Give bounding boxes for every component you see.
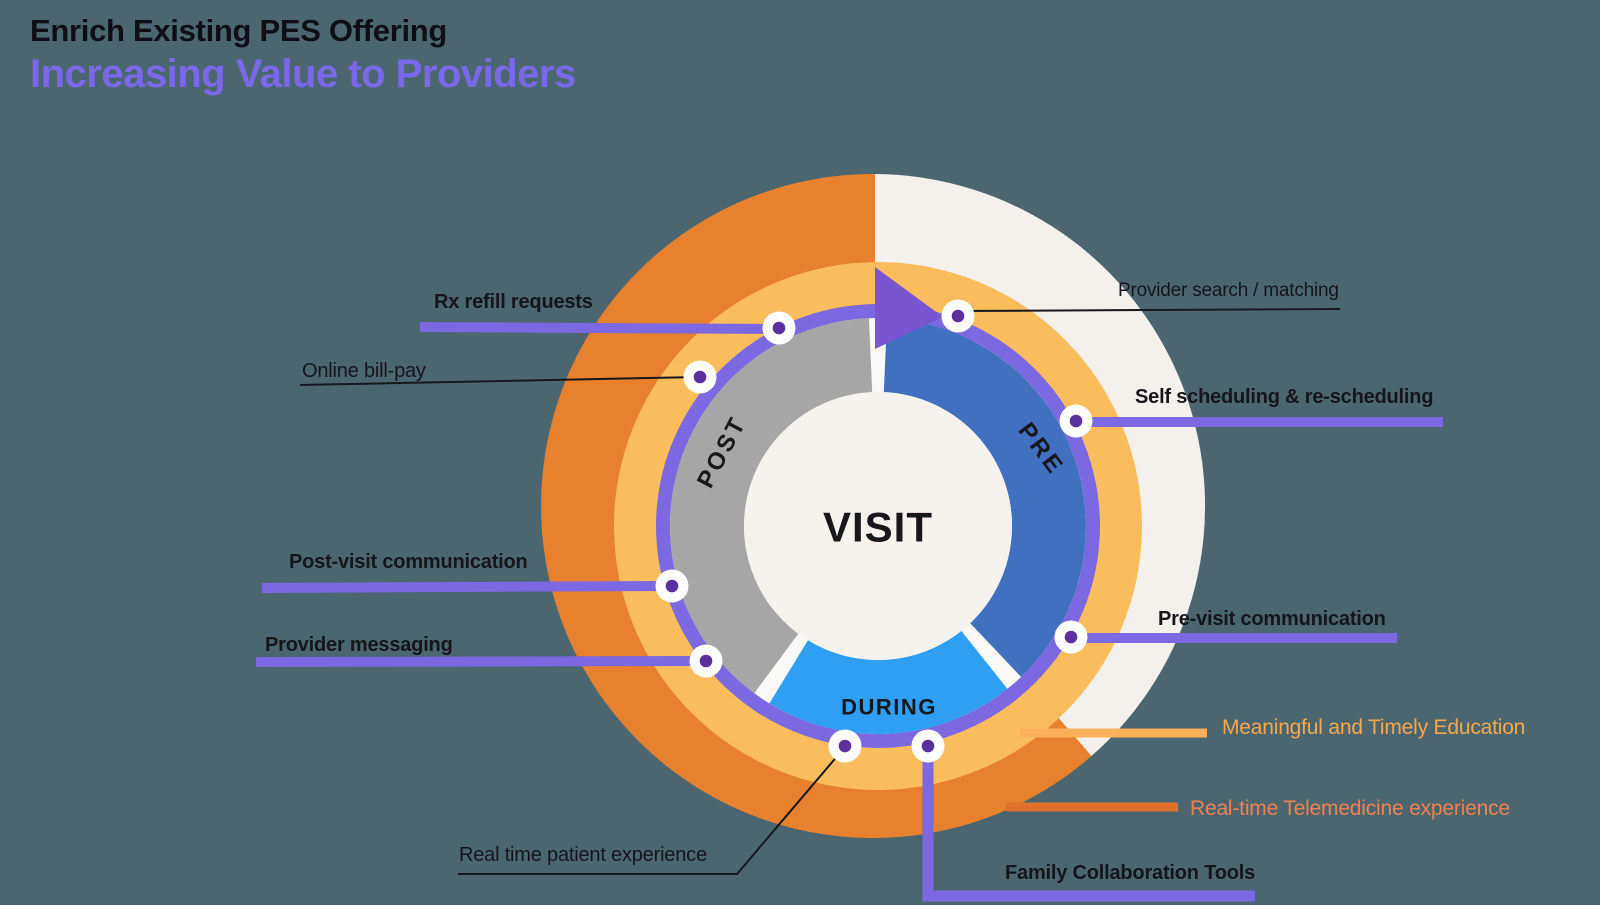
header: Enrich Existing PES Offering Increasing … — [30, 12, 576, 97]
marker-dot — [911, 729, 945, 763]
callout-provider-messaging: Provider messaging — [265, 634, 453, 656]
callout-realtime-experience: Real time patient experience — [459, 844, 707, 866]
marker-dot — [655, 569, 689, 603]
connector-realtime — [458, 746, 846, 875]
marker-dot — [689, 644, 723, 678]
connector-lines — [255, 308, 1443, 902]
connector-postvisit — [261, 581, 673, 593]
marker-dot — [762, 311, 796, 345]
segment-pre — [883, 318, 1086, 677]
marker-dots — [655, 299, 1093, 763]
callout-family-tools: Family Collaboration Tools — [1005, 862, 1256, 884]
callout-post-visit: Post-visit communication — [289, 551, 528, 573]
callout-provider-search: Provider search / matching — [1118, 280, 1339, 301]
page-title: Enrich Existing PES Offering — [30, 13, 448, 48]
center-circle — [744, 392, 1012, 660]
segment-during — [769, 630, 1008, 735]
connector-billpay — [299, 376, 701, 386]
callout-rx-refill: Rx refill requests — [434, 291, 593, 313]
callout-education: Meaningful and Timely Education — [1222, 716, 1526, 739]
marker-dot — [1059, 404, 1093, 438]
segment-label-during: DURING — [841, 695, 937, 720]
segment-post — [670, 318, 873, 694]
page-subtitle: Increasing Value to Providers — [30, 51, 576, 96]
connector-messaging — [255, 656, 707, 667]
center-label: VISIT — [823, 504, 933, 551]
callout-self-scheduling: Self scheduling & re-scheduling — [1135, 386, 1434, 408]
marker-dot — [941, 299, 975, 333]
callout-online-bill-pay: Online bill-pay — [302, 360, 426, 382]
marker-dot — [683, 360, 717, 394]
connector-rx — [419, 322, 780, 334]
callout-pre-visit: Pre-visit communication — [1158, 608, 1386, 630]
connector-search — [957, 308, 1341, 312]
marker-dot — [1054, 620, 1088, 654]
direction-arrow-icon — [875, 267, 943, 349]
callout-telemedicine: Real-time Telemedicine experience — [1190, 797, 1510, 820]
connector-family — [922, 746, 1255, 902]
marker-dot — [828, 729, 862, 763]
